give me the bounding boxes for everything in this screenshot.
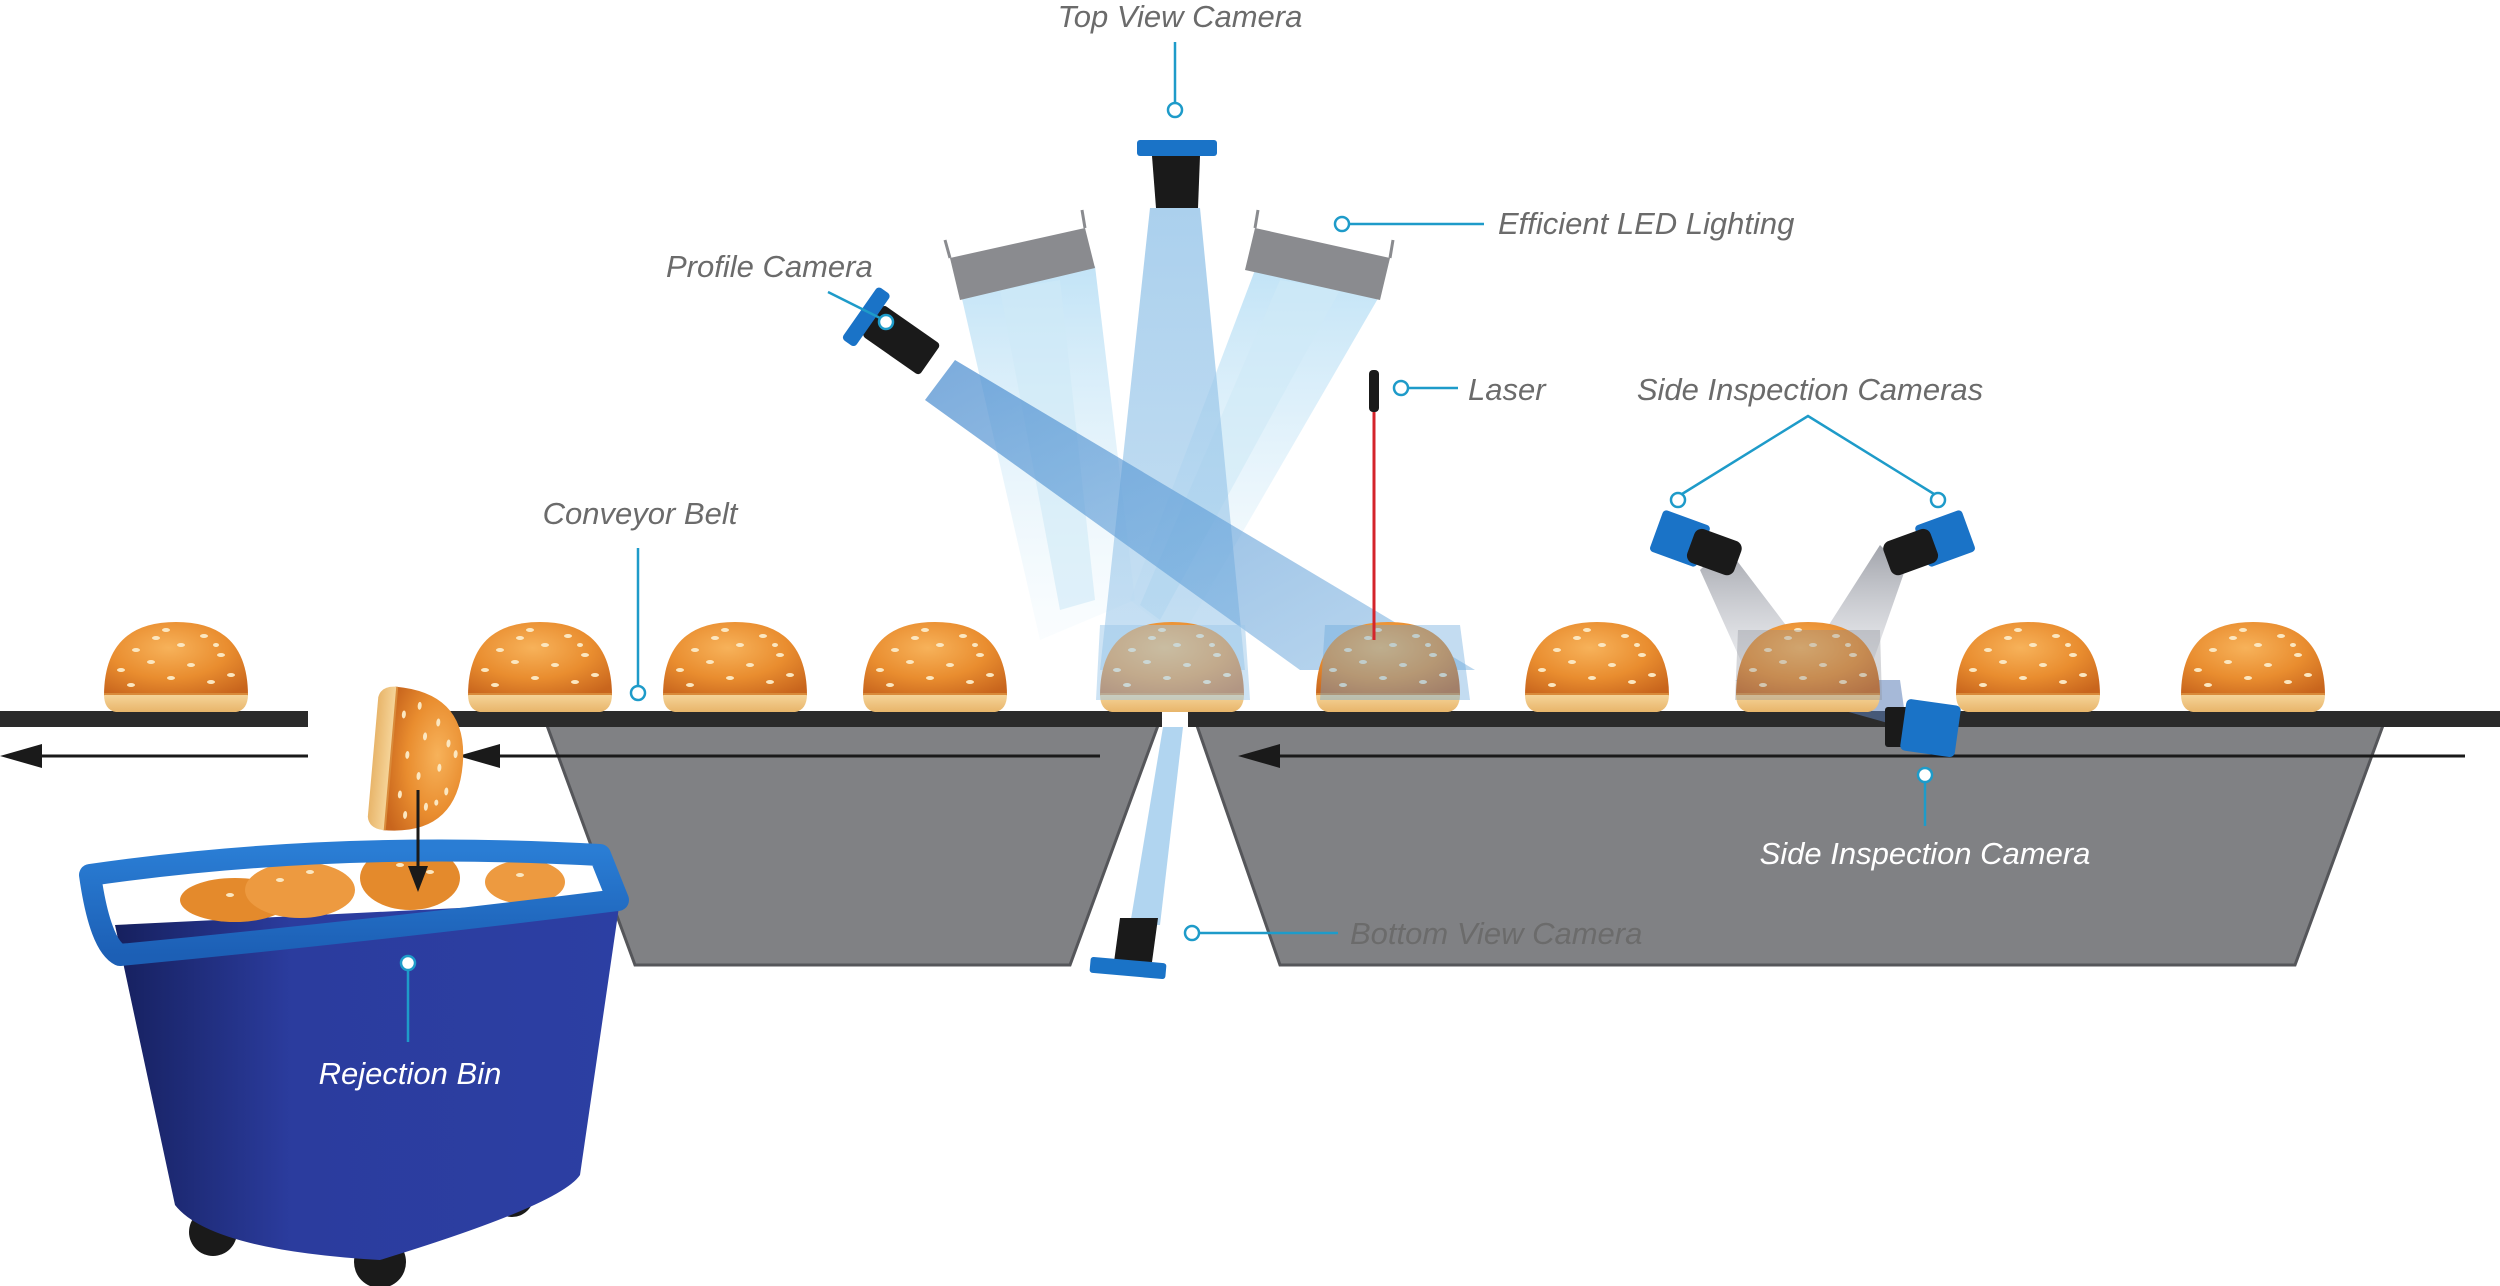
leader-profile-camera — [827, 290, 895, 331]
camera-icon — [1650, 510, 1742, 576]
bun-icon — [2180, 621, 2326, 713]
label-rejection-bin: Rejection Bin — [319, 1056, 502, 1091]
leader-side-inspection-cameras — [1669, 414, 1947, 509]
arrow-down-icon — [408, 790, 428, 892]
camera-icon — [1137, 140, 1217, 208]
arrow-left-icon — [0, 744, 308, 768]
leader-side-inspection-camera — [1916, 766, 1934, 826]
conveyor-belt-left — [0, 711, 308, 727]
leader-conveyor-belt — [629, 548, 647, 702]
bun-icon — [103, 621, 249, 713]
bun-icon — [862, 621, 1008, 713]
bottom-camera-beam — [1130, 727, 1183, 925]
bun-icon — [662, 621, 808, 713]
laser-icon — [1369, 370, 1379, 640]
profile-camera-beam — [925, 360, 1475, 670]
label-side-inspection-cameras: Side Inspection Cameras — [1637, 372, 1983, 407]
arrow-left-icon — [1238, 744, 2465, 768]
conveyor-belt-right — [1188, 711, 2500, 727]
label-laser: Laser — [1468, 372, 1547, 407]
leader-rejection-bin — [399, 954, 417, 1042]
label-conveyor-belt: Conveyor Belt — [543, 496, 739, 531]
camera-icon — [1883, 510, 1975, 576]
bun-icon — [1955, 621, 2101, 713]
label-top-view-camera: Top View Camera — [1058, 0, 1303, 34]
leader-laser — [1392, 379, 1458, 397]
leader-top-view-camera — [1166, 42, 1184, 119]
label-side-inspection-camera: Side Inspection Camera — [1760, 836, 2091, 871]
camera-icon — [1089, 918, 1167, 980]
camera-icon — [842, 287, 940, 375]
leader-bottom-view-camera — [1183, 924, 1338, 942]
label-profile-camera: Profile Camera — [666, 249, 873, 284]
conveyor-belt-main — [420, 711, 1162, 727]
bun-icon — [467, 621, 613, 713]
leader-led-lighting — [1333, 215, 1484, 233]
label-efficient-led-lighting: Efficient LED Lighting — [1498, 206, 1794, 241]
bun-icon — [1524, 621, 1670, 713]
arrow-left-icon — [458, 744, 1100, 768]
rejection-bin-icon — [79, 839, 629, 1286]
label-bottom-view-camera: Bottom View Camera — [1350, 916, 1642, 951]
camera-icon — [1885, 699, 1961, 757]
